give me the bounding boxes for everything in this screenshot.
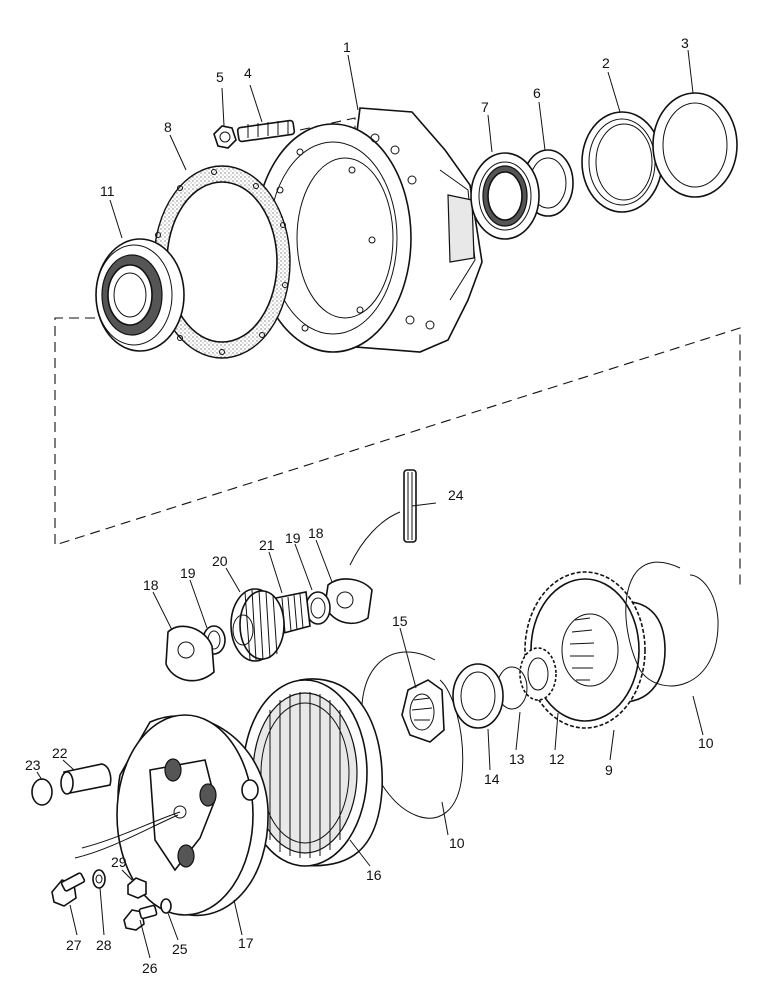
part-20-planet-gear xyxy=(230,588,285,662)
callout-16: 16 xyxy=(366,867,382,883)
part-23-plug xyxy=(31,778,53,806)
callout-23: 23 xyxy=(25,757,41,773)
callout-18-left: 18 xyxy=(143,577,159,593)
part-15-nut xyxy=(401,679,445,743)
part-7-bearing xyxy=(470,152,540,240)
callout-22: 22 xyxy=(52,745,68,761)
part-2-seal xyxy=(581,111,663,213)
part-24-pin xyxy=(349,469,417,566)
callout-14: 14 xyxy=(484,771,500,787)
part-17-planet-carrier xyxy=(74,714,269,917)
part-29-plug xyxy=(127,877,147,899)
part-25-washer xyxy=(160,898,172,914)
callout-18-right: 18 xyxy=(308,525,324,541)
callout-24: 24 xyxy=(448,487,464,503)
part-12-splined-ring xyxy=(519,647,557,701)
callout-19-left: 19 xyxy=(180,565,196,581)
part-9-gear xyxy=(524,571,666,729)
callout-13: 13 xyxy=(509,751,525,767)
part-1-hub-housing xyxy=(254,107,483,353)
part-14-washer xyxy=(452,663,504,729)
callout-2: 2 xyxy=(602,55,610,71)
callout-10-left: 10 xyxy=(449,835,465,851)
callout-6: 6 xyxy=(533,85,541,101)
part-3-ring xyxy=(652,92,738,198)
callout-29: 29 xyxy=(111,854,127,870)
callout-17: 17 xyxy=(238,935,254,951)
callout-3: 3 xyxy=(681,35,689,51)
part-28-washer xyxy=(92,869,106,889)
callout-9: 9 xyxy=(605,762,613,778)
callout-12: 12 xyxy=(549,751,565,767)
part-18-thrust-washer-right xyxy=(324,578,373,624)
leader-lines xyxy=(36,49,704,959)
callout-25: 25 xyxy=(172,941,188,957)
callout-15: 15 xyxy=(392,613,408,629)
part-22-shaft xyxy=(60,763,112,795)
part-10-snap-ring-right xyxy=(625,561,719,687)
callout-20: 20 xyxy=(212,553,228,569)
callout-28: 28 xyxy=(96,937,112,953)
part-18-thrust-washer-left xyxy=(165,625,215,682)
part-10-snap-ring-left xyxy=(361,651,464,819)
part-4-stud xyxy=(236,119,296,143)
part-11-bearing xyxy=(95,238,185,352)
callout-5: 5 xyxy=(216,69,224,85)
part-26-bolt xyxy=(123,904,158,931)
callout-10-right: 10 xyxy=(698,735,714,751)
part-5-nut xyxy=(213,125,237,149)
callout-labels: 1 2 3 4 5 6 7 8 9 10 10 11 12 13 14 15 1… xyxy=(25,35,714,976)
callout-27: 27 xyxy=(66,937,82,953)
callout-7: 7 xyxy=(481,99,489,115)
callout-19-right: 19 xyxy=(285,530,301,546)
callout-8: 8 xyxy=(164,119,172,135)
callout-1: 1 xyxy=(343,39,351,55)
callout-11: 11 xyxy=(100,183,115,199)
part-8-gasket xyxy=(153,165,291,359)
part-27-bolt xyxy=(51,872,86,907)
callout-4: 4 xyxy=(244,65,252,81)
part-16-ring-gear xyxy=(242,678,384,867)
callout-21: 21 xyxy=(259,537,275,553)
callout-26: 26 xyxy=(142,960,158,976)
